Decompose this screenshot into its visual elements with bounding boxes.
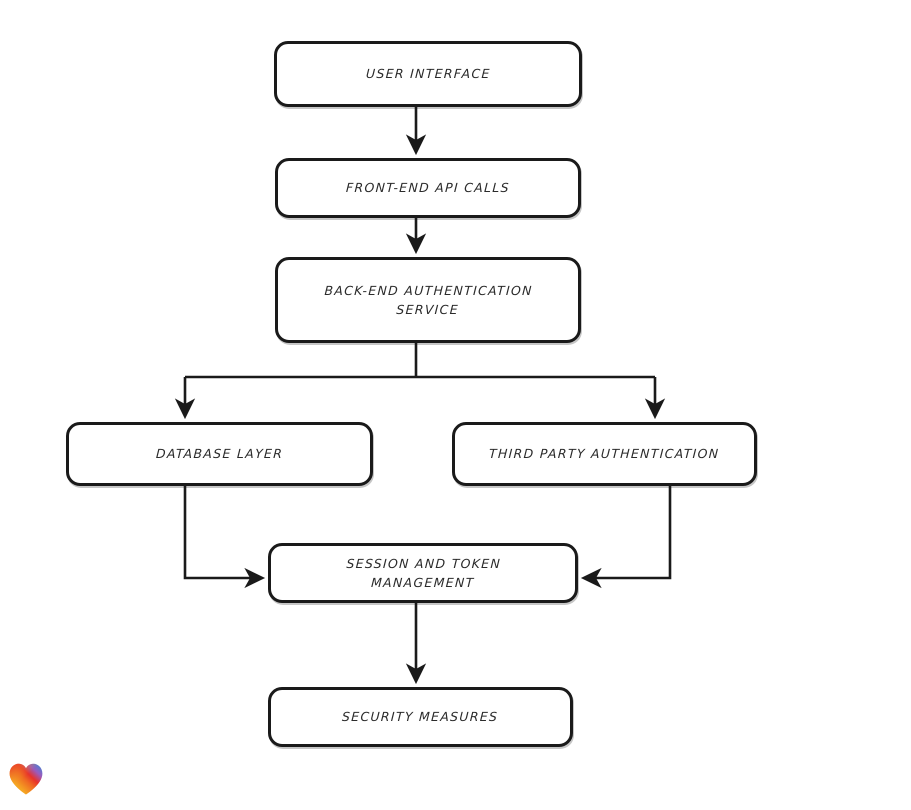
node-backend-authentication-service[interactable]: Back-End Authentication Service — [275, 257, 581, 343]
node-session-and-token-management-label: Session and Token Management — [345, 555, 502, 590]
node-user-interface[interactable]: User Interface — [274, 41, 582, 107]
node-user-interface-label: User Interface — [365, 66, 491, 82]
node-session-and-token-management[interactable]: Session and Token Management — [268, 543, 578, 603]
node-database-layer[interactable]: Database Layer — [66, 422, 373, 486]
node-frontend-api-calls-label: Front-End API Calls — [345, 180, 511, 196]
node-security-measures-label: Security Measures — [341, 709, 500, 725]
node-database-layer-label: Database Layer — [155, 446, 284, 462]
heart-icon — [9, 763, 43, 795]
node-third-party-authentication[interactable]: Third Party Authentication — [452, 422, 757, 486]
edge-third-party-auth-to-session-token — [580, 486, 672, 589]
edge-database-layer-to-session-token — [183, 486, 266, 589]
node-frontend-api-calls[interactable]: Front-End API Calls — [275, 158, 581, 218]
node-backend-authentication-service-label: Back-End Authentication Service — [323, 282, 534, 317]
node-security-measures[interactable]: Security Measures — [268, 687, 573, 747]
node-third-party-authentication-label: Third Party Authentication — [488, 446, 721, 462]
